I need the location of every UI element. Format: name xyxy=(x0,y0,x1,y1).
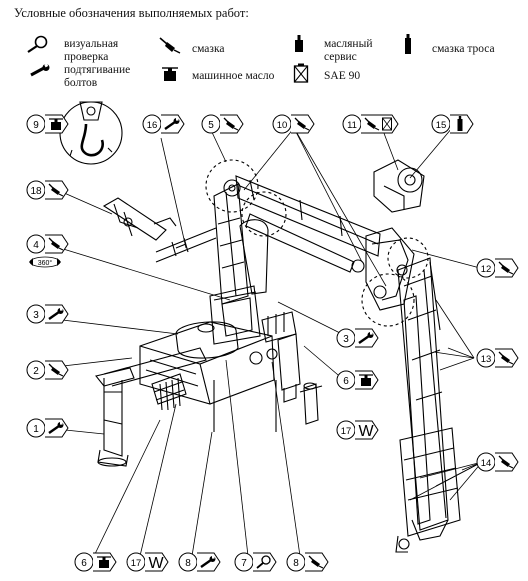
svg-text:10: 10 xyxy=(277,120,288,131)
marker-3-left: 3 xyxy=(26,304,69,324)
svg-text:14: 14 xyxy=(481,458,492,469)
rotation-360-arrow: 360° xyxy=(29,256,61,268)
svg-text:17: 17 xyxy=(131,558,142,569)
svg-text:8: 8 xyxy=(293,558,299,569)
legend-label-visual-check: визуальная проверка xyxy=(64,38,119,63)
svg-text:6: 6 xyxy=(343,376,349,387)
wrench-icon xyxy=(30,64,50,77)
marker-7: 7 xyxy=(234,552,277,572)
magnifier-icon xyxy=(27,35,48,53)
rope-lube-icon xyxy=(405,34,411,54)
legend-label-sae90: SAE 90 xyxy=(324,70,361,82)
svg-text:7: 7 xyxy=(241,558,247,569)
svg-text:12: 12 xyxy=(481,264,492,275)
oil-canister-icon xyxy=(162,67,178,81)
marker-3-right: 3 xyxy=(336,328,379,348)
svg-text:5: 5 xyxy=(208,120,214,131)
w-label: W xyxy=(358,423,374,440)
marker-11: 11 xyxy=(342,114,399,134)
marker-17-bottom: 17 W xyxy=(126,552,169,572)
legend-label-tighten-bolts: подтягивание болтов xyxy=(64,64,131,89)
leader-lines xyxy=(45,127,483,557)
svg-text:2: 2 xyxy=(33,366,39,377)
svg-text:4: 4 xyxy=(33,240,39,251)
marker-8-left: 8 xyxy=(178,552,221,572)
legend-label-machine-oil: машинное масло xyxy=(192,70,275,82)
marker-5: 5 xyxy=(201,114,244,134)
svg-text:8: 8 xyxy=(185,558,191,569)
svg-text:11: 11 xyxy=(347,120,357,131)
marker-6-bottom: 6 xyxy=(74,552,117,572)
marker-17-middle: 17 W xyxy=(336,420,379,440)
svg-text:17: 17 xyxy=(341,426,352,437)
marker-15: 15 xyxy=(431,114,474,134)
marker-12: 12 xyxy=(476,258,519,278)
legend-label-rope-lube: смазка троса xyxy=(432,43,495,55)
svg-text:9: 9 xyxy=(33,120,39,131)
marker-14: 14 xyxy=(476,452,519,472)
marker-4: 4 xyxy=(26,234,69,254)
legend-label-oil-service: масляный сервис xyxy=(324,38,373,63)
marker-9: 9 xyxy=(26,114,69,134)
svg-text:1: 1 xyxy=(33,424,39,435)
marker-1: 1 xyxy=(26,418,69,438)
marker-13: 13 xyxy=(476,348,519,368)
w-label: W xyxy=(148,555,164,572)
legend-title: Условные обозначения выполняемых работ: xyxy=(14,6,249,20)
marker-2: 2 xyxy=(26,360,69,380)
marker-18: 18 xyxy=(26,180,69,200)
crane-linework xyxy=(59,101,461,553)
svg-text:3: 3 xyxy=(33,310,39,321)
svg-text:13: 13 xyxy=(481,354,492,365)
svg-text:3: 3 xyxy=(343,334,349,345)
svg-text:6: 6 xyxy=(81,558,87,569)
legend-label-grease: смазка xyxy=(192,43,225,55)
rotation-label: 360° xyxy=(38,259,53,267)
svg-text:16: 16 xyxy=(147,120,158,131)
gear-oil-box-icon xyxy=(293,63,309,83)
grease-gun-icon xyxy=(159,37,181,54)
oil-can-icon xyxy=(295,35,303,52)
svg-text:15: 15 xyxy=(436,120,447,131)
marker-8-right: 8 xyxy=(286,552,329,572)
marker-6-middle: 6 xyxy=(336,370,379,390)
marker-10: 10 xyxy=(272,114,315,134)
marker-16: 16 xyxy=(142,114,185,134)
svg-text:18: 18 xyxy=(30,186,42,197)
